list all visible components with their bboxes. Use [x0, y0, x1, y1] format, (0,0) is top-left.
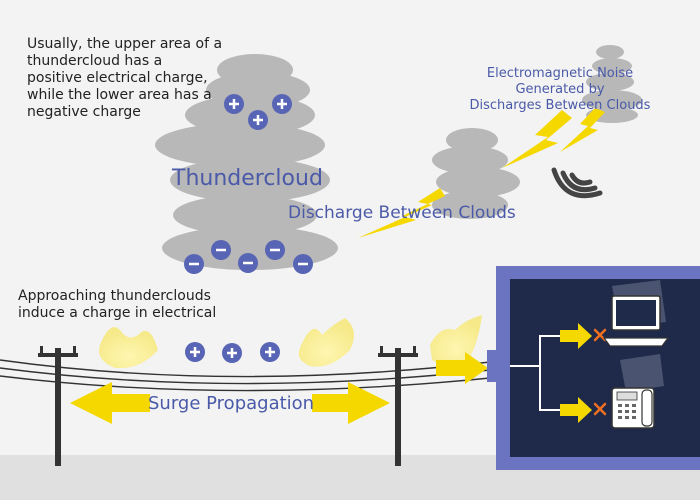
small-cloud: [432, 128, 520, 219]
electromagnetic-noise-label: Electromagnetic Noise Generated by Disch…: [469, 66, 651, 113]
discharge-between-clouds-label: Discharge Between Clouds: [288, 203, 516, 223]
phone-blocked-x-icon: [593, 402, 607, 416]
telephone-icon: [611, 387, 655, 429]
surge-arrow-left: [70, 382, 150, 424]
line-positive-charges: [185, 342, 280, 363]
lightning-bolt-upper-middle: [502, 110, 572, 168]
induced-charge-glow: [99, 315, 482, 369]
approaching-thunderclouds-note: Approaching thunderclouds induce a charg…: [18, 288, 217, 321]
arrow-to-laptop: [560, 323, 592, 349]
equipment-panel-inner: [510, 279, 700, 457]
lightning-bolt-upper-right: [560, 108, 605, 152]
thundercloud-shape: [155, 54, 338, 270]
utility-pole-left: [38, 346, 78, 466]
small-cloud-top-right: [582, 45, 642, 123]
utility-pole-right: [378, 346, 418, 466]
thundercloud-label: Thundercloud: [172, 166, 323, 191]
surge-arrow-into-panel: [436, 352, 488, 384]
arrow-to-phone: [560, 397, 592, 423]
lightning-bolt-left: [358, 188, 445, 238]
panel-connector: [487, 350, 497, 382]
electromagnetic-noise-icon: [551, 167, 603, 199]
cloud-positive-charges: [224, 94, 292, 130]
surge-propagation-label: Surge Propagation: [148, 393, 315, 414]
upper-area-note: Usually, the upper area of a thunderclou…: [27, 36, 223, 120]
laptop-blocked-x-icon: [593, 328, 607, 342]
power-lines: [0, 359, 491, 392]
laptop-icon: [602, 295, 670, 347]
broken-phone-shadow: [620, 354, 664, 392]
panel-wiring: [510, 335, 560, 411]
surge-arrow-right: [312, 382, 390, 424]
cloud-negative-charges: [184, 240, 313, 274]
